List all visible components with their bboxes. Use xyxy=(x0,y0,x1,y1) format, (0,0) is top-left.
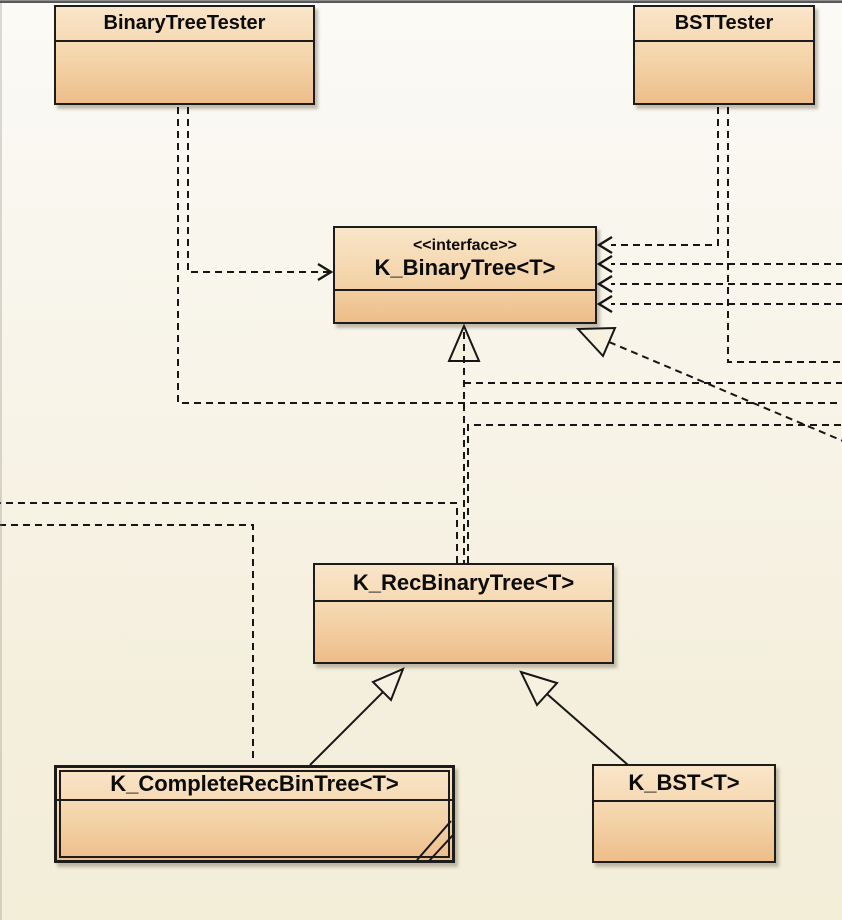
class-title-bar: BSTTester xyxy=(635,7,813,42)
edge-offscreen-realization xyxy=(608,341,842,442)
class-node-bsttester[interactable]: BSTTester xyxy=(633,5,815,105)
interface-node-k-binarytree[interactable]: <<interface>> K_BinaryTree<T> xyxy=(333,226,597,324)
class-name-label: K_BST<T> xyxy=(628,770,740,795)
class-node-k-bst[interactable]: K_BST<T> xyxy=(592,764,776,863)
edge-binarytreetester-to-kbinarytree xyxy=(187,107,329,273)
edge-krecbinarytree-offscreen-left xyxy=(0,502,458,563)
edge-kcompleterecbintree-offscreen xyxy=(0,524,254,758)
class-node-k-completerecbintree[interactable]: K_CompleteRecBinTree<T> xyxy=(54,765,455,863)
class-title-bar: K_RecBinaryTree<T> xyxy=(315,565,612,602)
interface-members-compartment xyxy=(335,291,595,322)
class-title-bar: BinaryTreeTester xyxy=(56,7,313,42)
interface-name-label: K_BinaryTree<T> xyxy=(374,255,556,280)
hollow-triangle-icon xyxy=(447,323,481,362)
hollow-triangle-icon xyxy=(575,326,617,358)
class-members-compartment xyxy=(56,42,313,103)
open-arrowhead-icon xyxy=(596,294,613,314)
open-arrowhead-icon xyxy=(317,262,334,282)
open-arrowhead-icon xyxy=(596,235,613,255)
hollow-triangle-icon xyxy=(519,670,559,707)
class-members-compartment xyxy=(635,42,813,103)
class-members-compartment xyxy=(315,602,612,662)
class-title-bar: K_BST<T> xyxy=(594,766,774,802)
interface-title-bar: <<interface>> K_BinaryTree<T> xyxy=(335,228,595,291)
class-title-bar: K_CompleteRecBinTree<T> xyxy=(57,768,452,801)
open-arrowhead-icon xyxy=(596,274,613,294)
class-name-label: BSTTester xyxy=(674,12,774,34)
class-name-label: K_RecBinaryTree<T> xyxy=(352,569,575,595)
class-node-binarytreetester[interactable]: BinaryTreeTester xyxy=(54,5,315,105)
window-left-border xyxy=(0,3,2,920)
edge-kbst-extends xyxy=(546,693,629,766)
edge-bsttester-offscreen xyxy=(727,107,842,363)
hollow-triangle-icon xyxy=(371,667,405,702)
window-top-border xyxy=(0,0,842,3)
class-members-compartment xyxy=(57,801,452,860)
class-node-k-recbinarytree[interactable]: K_RecBinaryTree<T> xyxy=(313,563,614,664)
edge-krecbinarytree-offscreen-right-1 xyxy=(467,424,842,563)
edge-kcompleterecbintree-extends xyxy=(309,691,384,766)
class-name-label: K_CompleteRecBinTree<T> xyxy=(110,770,399,796)
edge-bsttester-to-kbinarytree xyxy=(611,107,719,246)
open-arrowhead-icon xyxy=(596,254,613,274)
class-name-label: BinaryTreeTester xyxy=(103,12,266,34)
stereotype-label: <<interface>> xyxy=(412,237,518,254)
class-members-compartment xyxy=(594,802,774,861)
